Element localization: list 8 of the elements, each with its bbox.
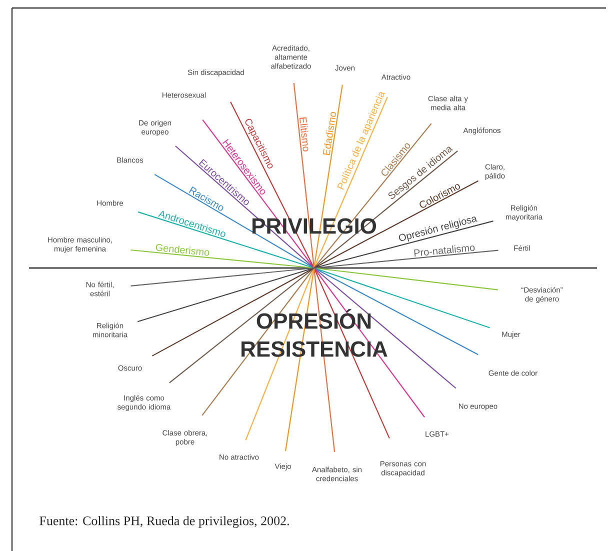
caption: Fuente: Collins PH, Rueda de privilegios, 2002. bbox=[40, 516, 289, 528]
edge-label: Opresión religiosa bbox=[398, 216, 478, 242]
spoke-line bbox=[293, 82, 336, 452]
spoke-line bbox=[284, 84, 343, 452]
edge-label: Edadismo bbox=[322, 112, 336, 156]
edge-label: Genderismo bbox=[156, 244, 210, 256]
edge-label: Pro-natalismo bbox=[414, 245, 475, 256]
edge-label: Elitismo bbox=[299, 117, 308, 152]
